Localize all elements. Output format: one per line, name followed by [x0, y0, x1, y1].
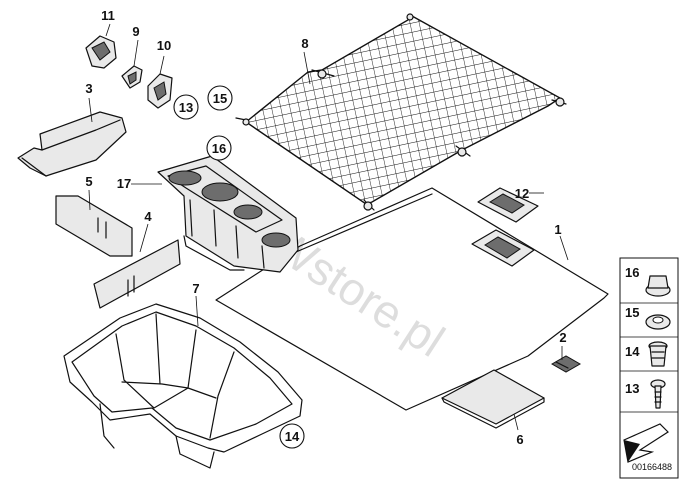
flat-side-panel	[93, 239, 181, 309]
legend-row-14: 14	[625, 341, 668, 367]
callout-14: 14	[285, 429, 300, 444]
hook-part-11	[85, 35, 117, 69]
callout-7: 7	[192, 281, 199, 296]
legend-row-15: 15	[625, 305, 671, 330]
callout-16: 16	[212, 141, 226, 156]
callout-5: 5	[85, 174, 92, 189]
floor-panel	[215, 187, 609, 411]
callout-16-circle: 16	[206, 135, 232, 161]
callout-8: 8	[301, 36, 308, 51]
trunk-tray	[63, 303, 303, 469]
storage-box	[157, 155, 299, 273]
callout-13: 13	[179, 100, 193, 115]
clip-part	[550, 355, 582, 373]
callout-3: 3	[85, 81, 92, 96]
cargo-net	[235, 13, 567, 211]
latch-part-10	[147, 73, 173, 109]
clip-part-9	[121, 65, 143, 89]
callout-6: 6	[516, 432, 523, 447]
legend-label-13: 13	[625, 381, 639, 396]
expanding-rivet-icon	[648, 341, 668, 367]
floor-handle-lower	[471, 229, 535, 267]
callout-11: 11	[101, 8, 115, 23]
diagram-reference-number: 00166488	[632, 462, 672, 472]
legend-label-14: 14	[625, 344, 640, 359]
cover-panel	[441, 369, 545, 429]
push-rivet-icon	[645, 275, 671, 297]
clip-nut-icon	[645, 314, 671, 330]
legend-label-15: 15	[625, 305, 639, 320]
callout-4: 4	[144, 209, 152, 224]
callout-14-circle: 14	[279, 423, 305, 449]
callout-12: 12	[515, 186, 529, 201]
legend-label-16: 16	[625, 265, 639, 280]
callout-10: 10	[157, 38, 171, 53]
callout-15: 15	[213, 91, 227, 106]
callout-2: 2	[559, 330, 566, 345]
fastener-legend: 16 15 14 13	[619, 257, 679, 479]
callout-9: 9	[132, 24, 139, 39]
floor-handle-upper	[477, 187, 539, 223]
callout-17: 17	[117, 176, 131, 191]
legend-row-13: 13	[625, 379, 666, 409]
callout-13-circle: 13	[173, 94, 199, 120]
screw-icon	[650, 379, 666, 409]
vehicle-direction-icon	[623, 423, 669, 463]
legend-row-16: 16	[625, 265, 671, 297]
side-trim	[17, 111, 127, 177]
callout-1: 1	[554, 222, 561, 237]
callout-15-circle: 15	[207, 85, 233, 111]
small-side-panel	[55, 195, 133, 257]
